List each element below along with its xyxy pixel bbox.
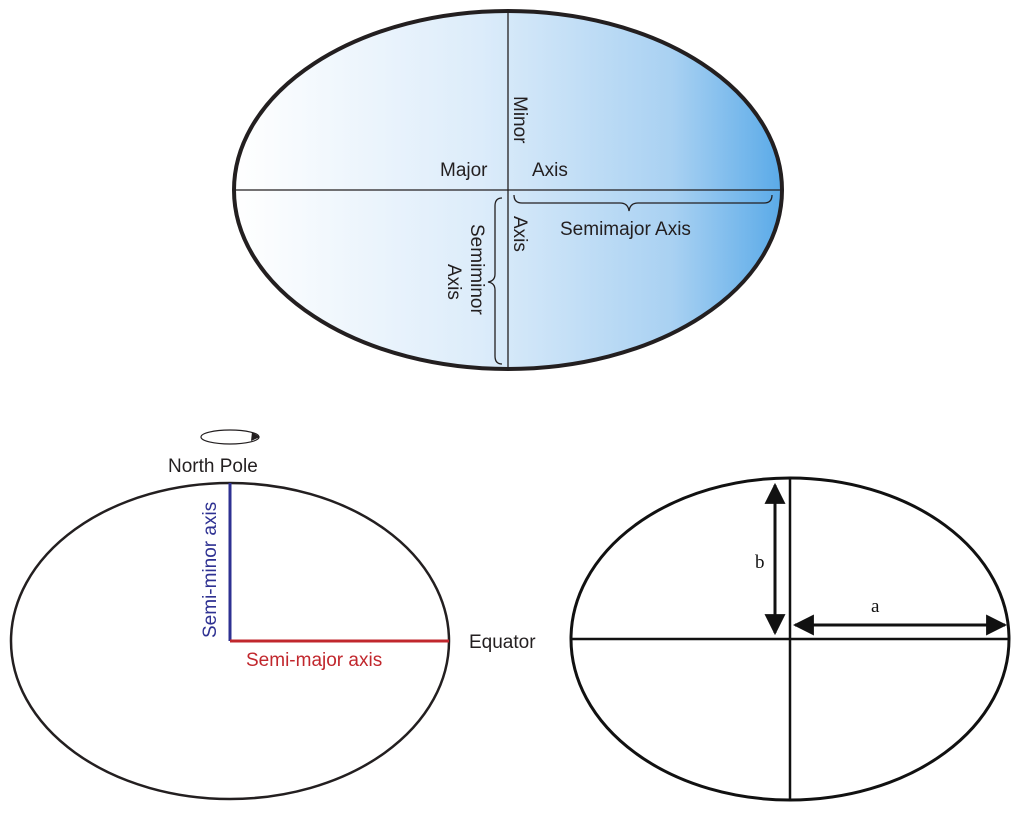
a-label: a bbox=[871, 596, 880, 617]
top-ellipse-diagram: Major Minor Axis Semimajor Axis Axis Sem… bbox=[232, 9, 784, 371]
b-label: b bbox=[755, 552, 765, 573]
north-pole-label: North Pole bbox=[168, 456, 258, 477]
semi-minor-axis-label: Semi-minor axis bbox=[200, 502, 221, 638]
semimajor-brace bbox=[513, 194, 773, 212]
equator-label: Equator bbox=[469, 632, 536, 653]
bottom-right-ellipse-diagram: b a bbox=[569, 476, 1011, 802]
semimajor-axis-label: Semimajor Axis bbox=[560, 219, 691, 240]
bottom-left-ellipse-diagram: North Pole Semi-minor axis Semi-major ax… bbox=[9, 429, 536, 801]
major-axis-lower-label: Axis bbox=[509, 216, 530, 252]
semiminor-label-line1: Semiminor bbox=[466, 224, 487, 315]
minor-label: Minor bbox=[509, 96, 530, 144]
counter-clockwise-rotation-icon bbox=[200, 429, 260, 445]
minor-axis-right-label: Axis bbox=[532, 160, 568, 181]
semiminor-label-line2: Axis bbox=[443, 264, 464, 300]
semi-major-axis-label: Semi-major axis bbox=[246, 650, 382, 671]
major-label: Major bbox=[440, 160, 488, 181]
semiminor-brace bbox=[487, 197, 503, 365]
